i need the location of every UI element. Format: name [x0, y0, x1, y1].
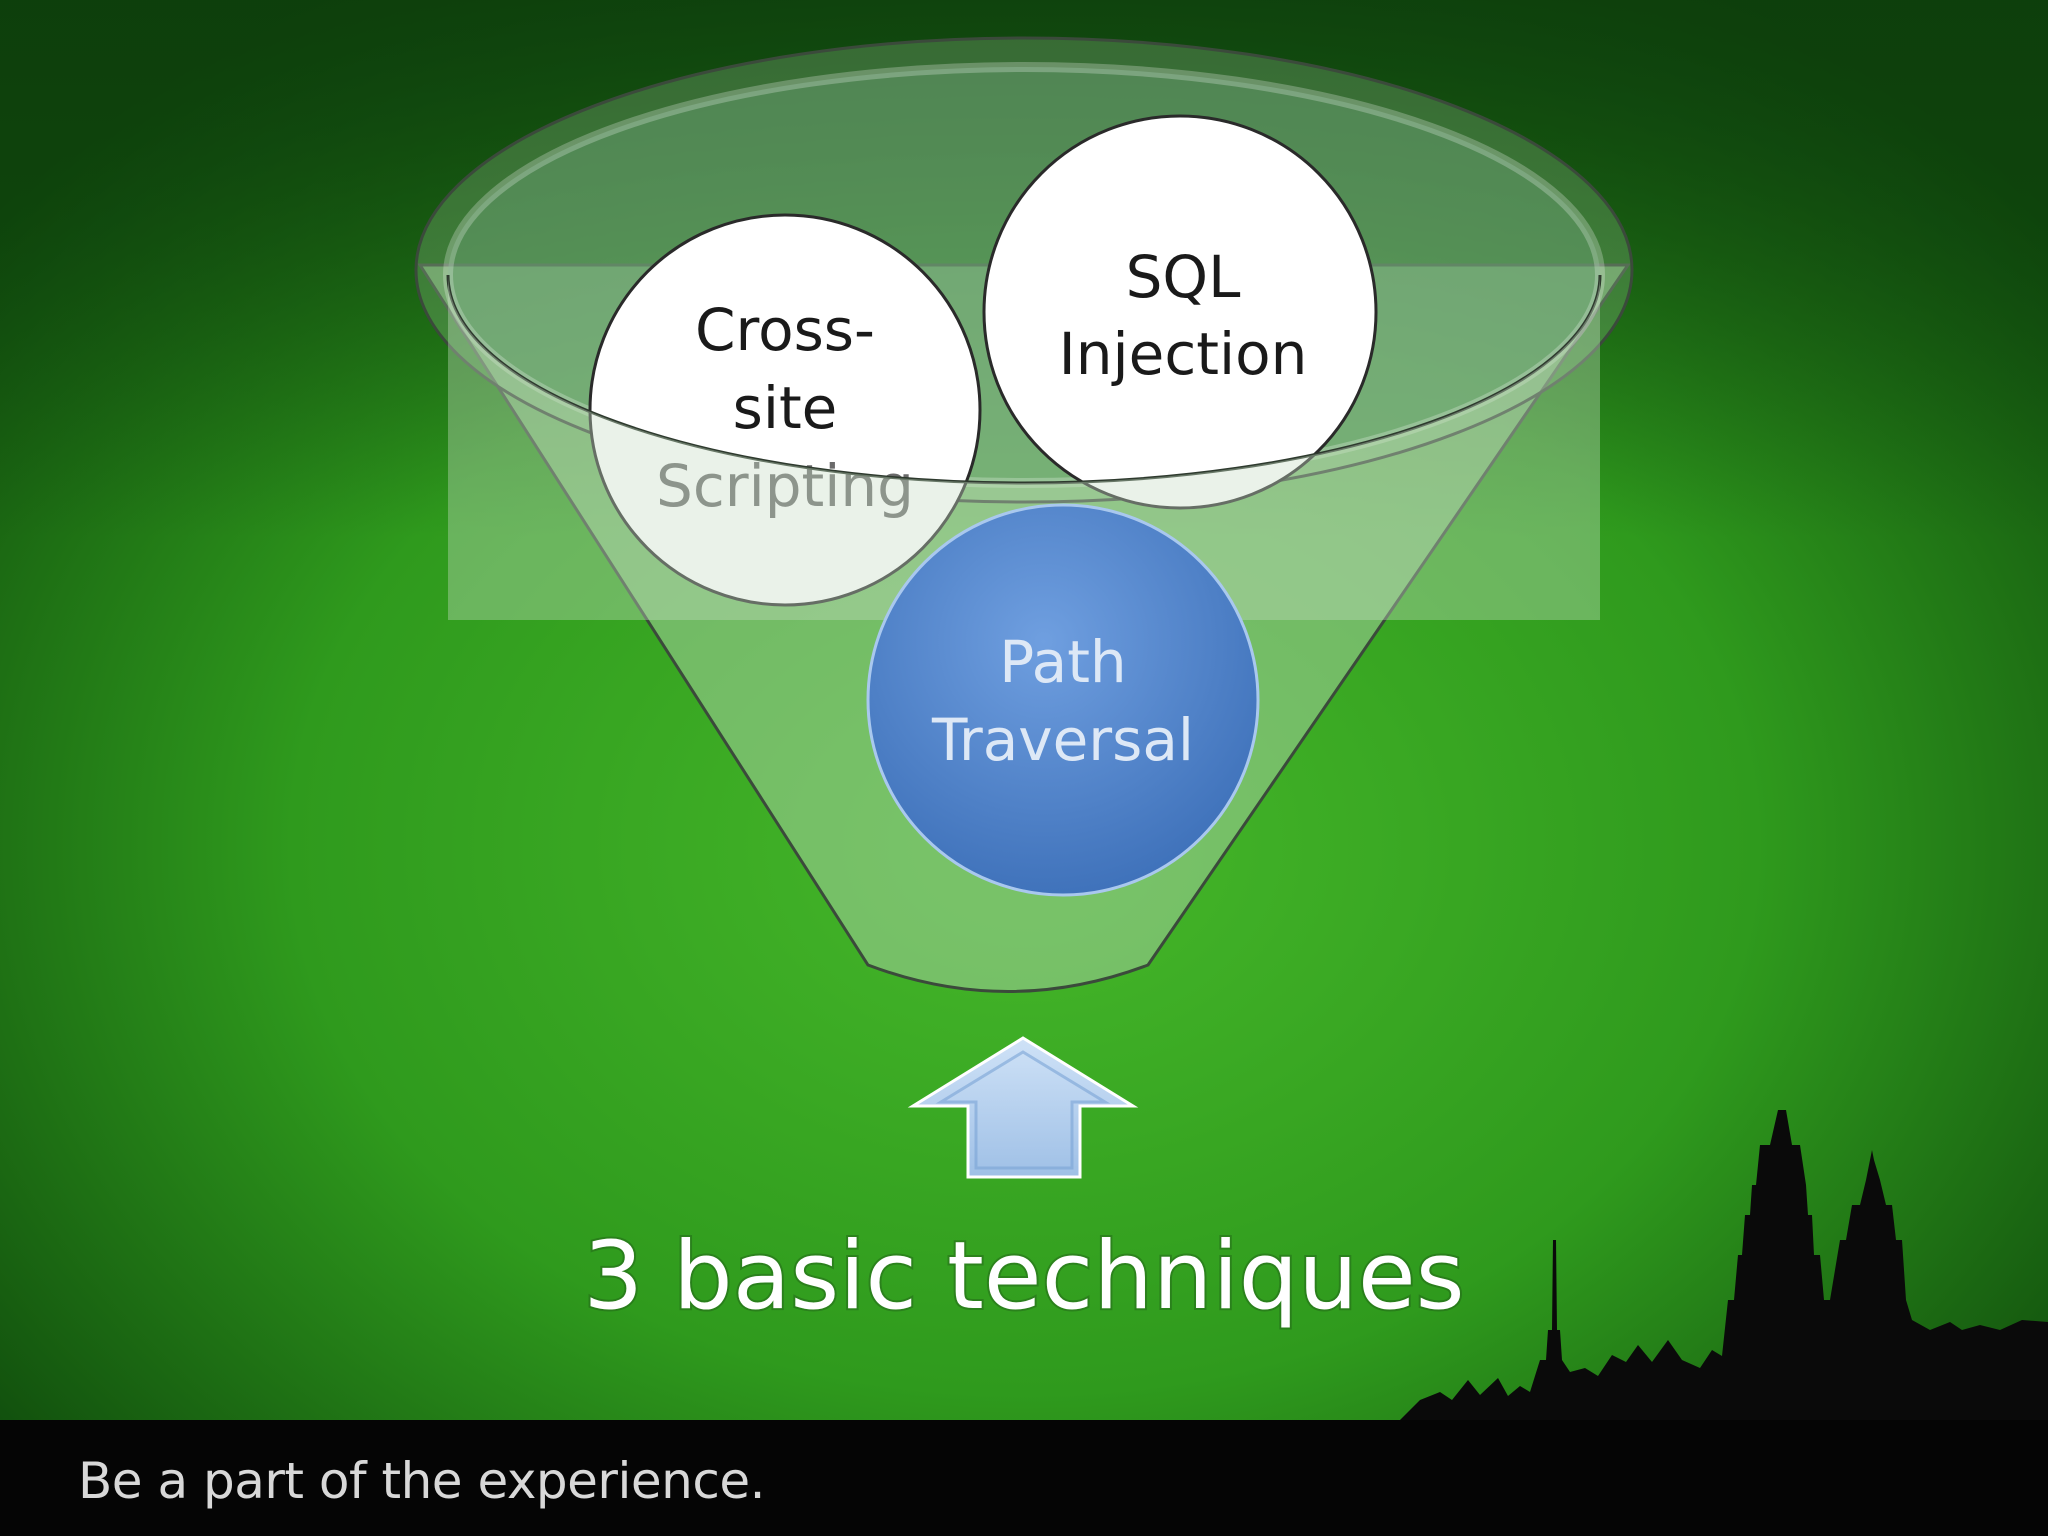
footer-bar	[0, 1420, 2048, 1536]
sql-circle	[982, 114, 1378, 510]
xss-circle	[588, 213, 982, 607]
path-circle	[866, 503, 1260, 897]
technique-path: Path Traversal	[866, 503, 1260, 897]
city-skyline-icon	[1400, 1110, 2048, 1420]
sql-label-line1: SQL	[1126, 243, 1241, 311]
xss-label-line2: site	[733, 374, 838, 442]
sql-label-line2: Injection	[1059, 320, 1308, 388]
path-label-line1: Path	[999, 628, 1126, 696]
diagram-title: 3 basic techniques	[583, 1222, 1464, 1331]
path-label-line2: Traversal	[931, 706, 1194, 774]
xss-label-line1: Cross-	[695, 296, 875, 364]
footer-tagline: Be a part of the experience.	[78, 1452, 765, 1510]
funnel-lower-veil	[448, 275, 1600, 620]
up-arrow-inner	[935, 1050, 1111, 1170]
funnel-rim-front	[446, 274, 1602, 485]
up-arrow-icon	[907, 1036, 1139, 1179]
technique-sql: SQL Injection	[982, 114, 1378, 510]
